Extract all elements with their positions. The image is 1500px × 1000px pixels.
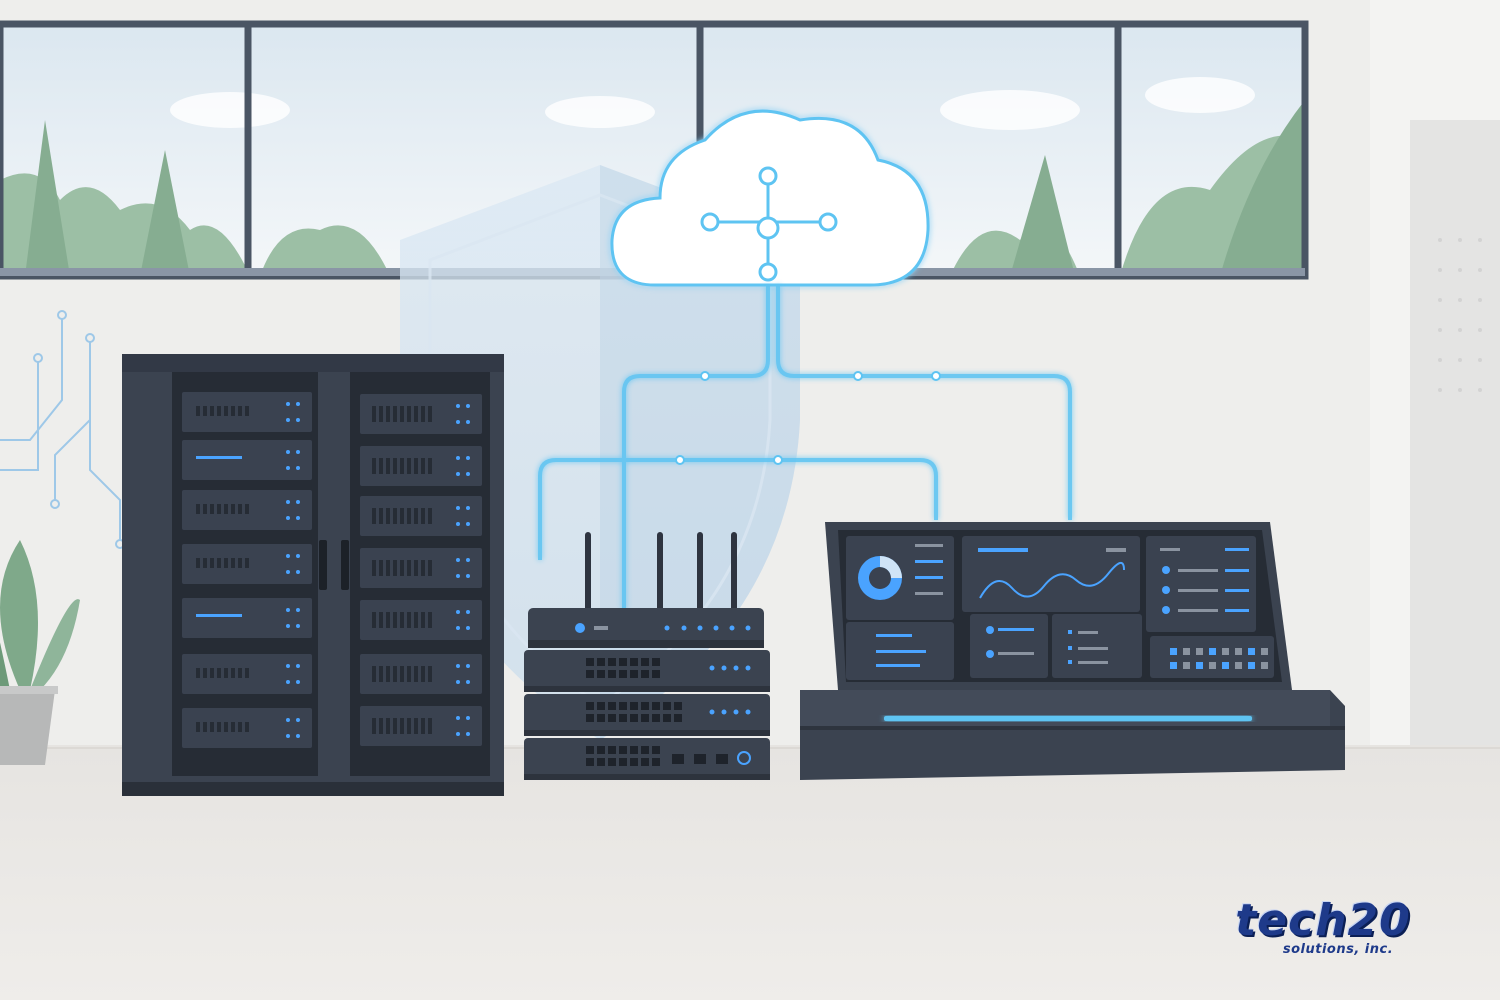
dashboard-cell: [1261, 648, 1268, 655]
dashboard-cell: [1222, 662, 1229, 669]
wall-recess: [1410, 120, 1500, 760]
dashboard-cell: [1235, 648, 1242, 655]
wifi-router: [528, 532, 764, 648]
logo-tagline: solutions, inc.: [1282, 942, 1394, 957]
dashboard-cell: [1183, 662, 1190, 669]
rack-server-unit: [182, 440, 312, 480]
dashboard-cell: [1209, 662, 1216, 669]
network-switch: [524, 650, 770, 780]
rack-server-unit: [360, 600, 482, 640]
switch-unit: [524, 738, 770, 780]
dashboard-cell: [1248, 648, 1255, 655]
rack-server-unit: [360, 496, 482, 536]
company-logo: tech20 solutions, inc.: [1198, 896, 1448, 966]
network-connections: [538, 285, 1072, 610]
potted-plant: [0, 540, 80, 765]
wall-dot-pattern: [1438, 238, 1482, 392]
dashboard-cell: [1235, 662, 1242, 669]
dashboard-cell: [1261, 662, 1268, 669]
rack-server-unit: [182, 654, 312, 694]
dashboard-cell: [1222, 648, 1229, 655]
rack-server-unit: [360, 446, 482, 486]
dashboard-cell: [1183, 648, 1190, 655]
rack-server-unit: [360, 394, 482, 434]
rack-units: [182, 392, 482, 748]
cloud-icon: [610, 109, 930, 287]
dashboard-cell: [1196, 662, 1203, 669]
dashboard-cell: [1170, 648, 1177, 655]
switch-unit: [524, 694, 770, 736]
monitoring-dashboard: [800, 522, 1345, 780]
rack-server-unit: [360, 706, 482, 746]
dashboard-cell: [1209, 648, 1216, 655]
rack-server-unit: [182, 392, 312, 432]
rack-server-unit: [182, 708, 312, 748]
rack-server-unit: [360, 654, 482, 694]
rack-server-unit: [182, 490, 312, 530]
circuit-trace: [0, 310, 125, 549]
rack-server-unit: [360, 548, 482, 588]
dashboard-cell: [1196, 648, 1203, 655]
logo-wordmark: tech20: [1235, 895, 1411, 946]
dashboard-cell: [1248, 662, 1255, 669]
dashboard-cell: [1170, 662, 1177, 669]
switch-unit: [524, 650, 770, 692]
rack-server-unit: [182, 598, 312, 638]
rack-server-unit: [182, 544, 312, 584]
connection-nodes: [675, 371, 941, 465]
